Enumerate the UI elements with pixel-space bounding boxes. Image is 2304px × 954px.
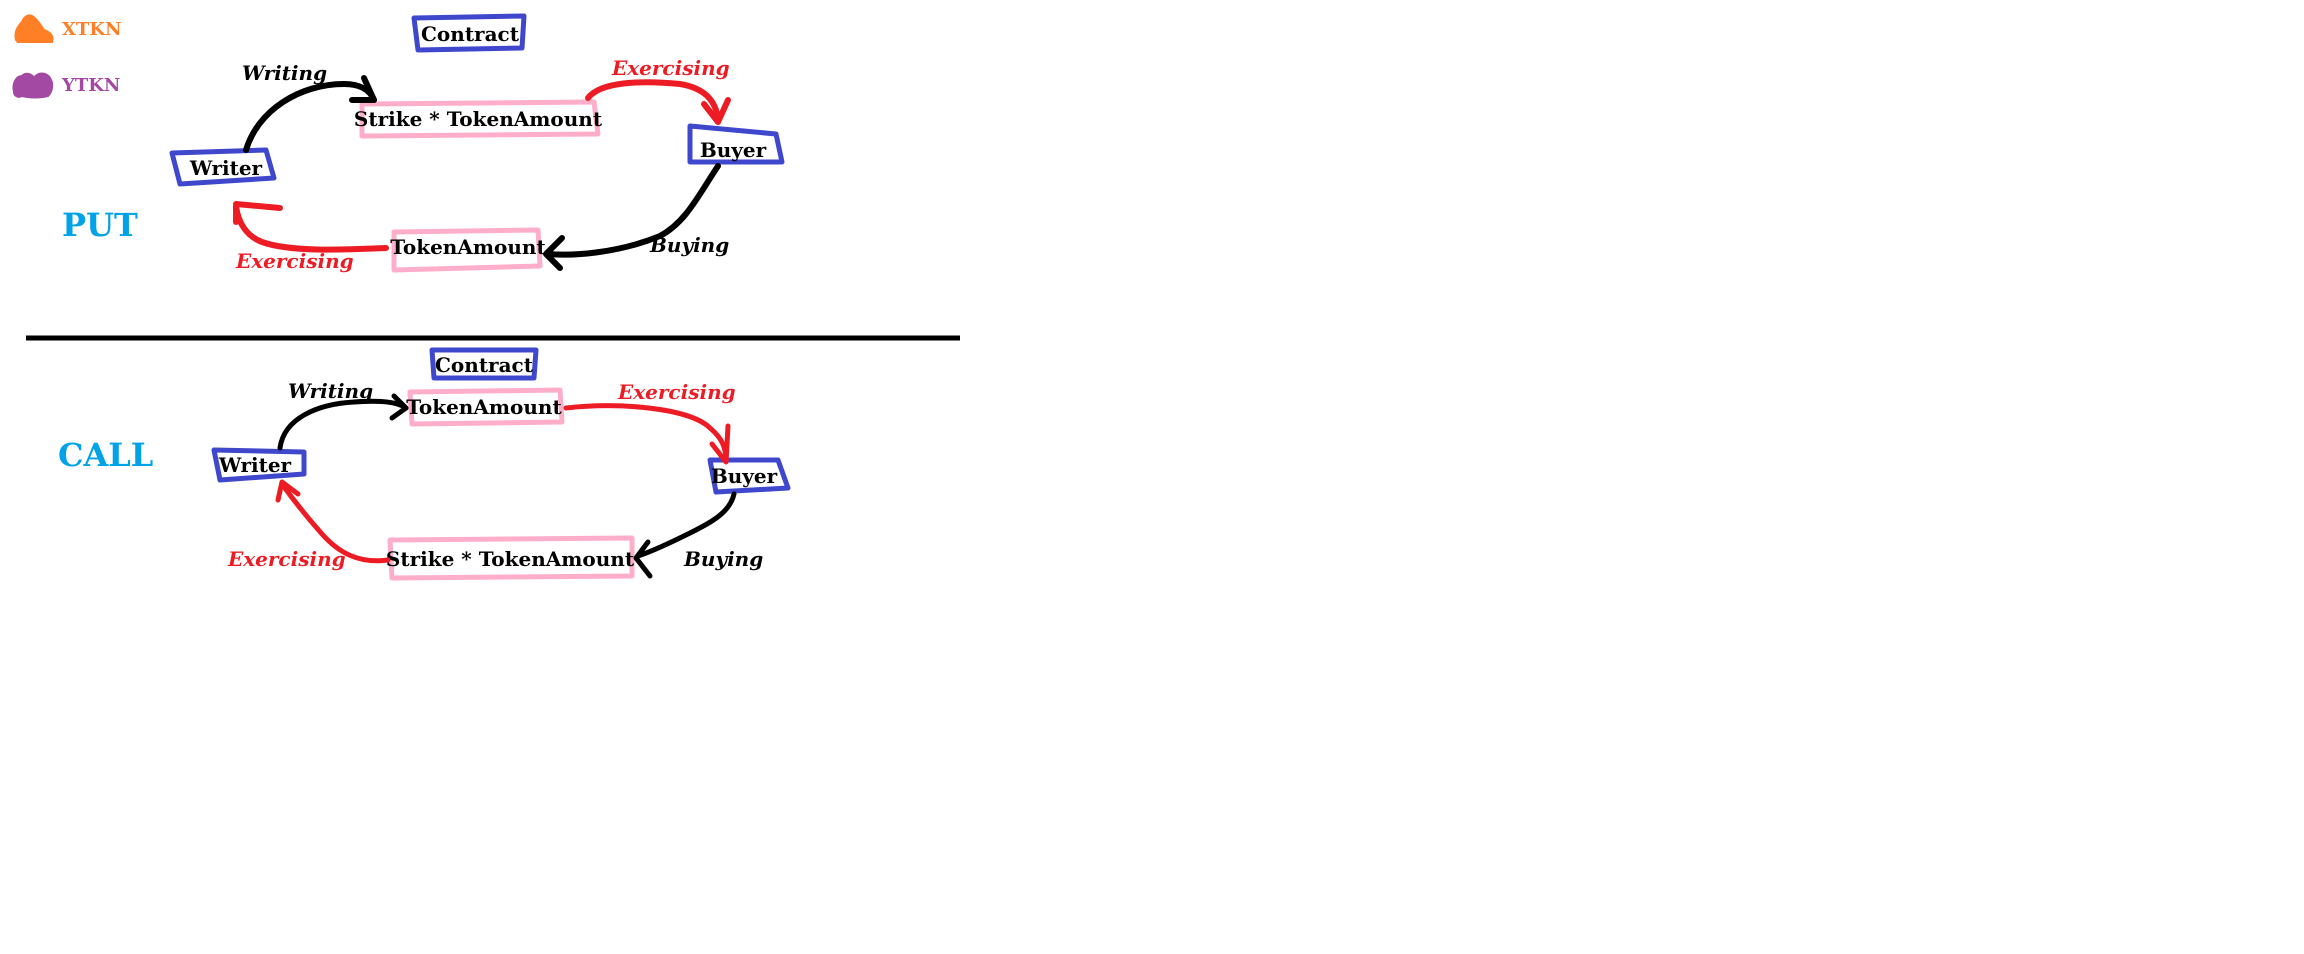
call-exercising-top-arrow (563, 403, 729, 463)
call-buyer-node: Buyer (707, 457, 791, 495)
call-buying-label: Buying (683, 547, 763, 571)
put-contract-node: Contract (411, 13, 527, 53)
put-buyer-label: Buyer (700, 138, 767, 162)
put-title: PUT (62, 206, 138, 244)
legend-xtkn-label: XTKN (62, 19, 121, 40)
call-buyer-box (707, 457, 791, 495)
call-contract-box (429, 347, 539, 381)
put-top-amount-box (359, 99, 601, 139)
put-exercising-top-arrow (585, 79, 721, 123)
put-buying-label: Buying (649, 233, 729, 257)
call-exercising-top-label: Exercising (617, 380, 736, 404)
put-exercising-top-label: Exercising (611, 56, 730, 80)
call-exercising-bottom-label: Exercising (227, 547, 346, 571)
call-top-amount-label: TokenAmount (406, 395, 562, 419)
put-contract-label: Contract (421, 22, 520, 46)
put-bottom-amount-label: TokenAmount (390, 235, 546, 259)
purple-blob-icon (12, 72, 54, 99)
put-writer-box (169, 147, 277, 187)
put-writer-node: Writer (169, 147, 277, 187)
call-bottom-amount-node: Strike * TokenAmount (386, 535, 635, 581)
put-top-amount-node: Strike * TokenAmount (354, 99, 603, 139)
legend: XTKN YTKN (12, 14, 121, 99)
legend-ytkn-label: YTKN (61, 75, 120, 96)
call-bottom-amount-label: Strike * TokenAmount (386, 547, 635, 571)
call-exercising-bottom-arrow (279, 481, 391, 564)
call-writing-label: Writing (288, 379, 373, 403)
put-exercising-bottom-arrowhead (233, 201, 283, 225)
call-title: CALL (58, 436, 153, 474)
call-exercising-top-arrowhead (709, 423, 731, 465)
call-exercising-bottom-arrowhead (275, 479, 301, 503)
call-buying-arrowhead (633, 539, 653, 579)
call-contract-label: Contract (435, 353, 534, 377)
put-exercising-bottom-arrow (233, 203, 389, 253)
put-exercising-top-arrowhead (701, 97, 731, 125)
put-bottom-amount-node: TokenAmount (390, 227, 546, 273)
put-writing-label: Writing (242, 61, 327, 85)
call-writing-arrow (277, 398, 409, 451)
call-top-amount-node: TokenAmount (406, 387, 565, 427)
put-writing-arrowhead (349, 75, 377, 103)
call-buyer-label: Buyer (711, 464, 778, 488)
call-contract-node: Contract (429, 347, 539, 381)
call-buying-arrow (635, 491, 737, 559)
put-section: PUT Contract Writer Buyer Strike * Token… (62, 13, 785, 273)
call-writer-box (211, 447, 307, 483)
call-writer-node: Writer (211, 447, 307, 483)
put-bottom-amount-box (391, 227, 543, 273)
put-contract-box (411, 13, 527, 53)
put-buying-arrowhead (543, 235, 565, 271)
call-writer-label: Writer (218, 453, 292, 477)
call-writing-arrowhead (389, 393, 409, 421)
call-section: CALL Contract Writer Buyer TokenAmount S… (58, 347, 791, 581)
put-buying-arrow (545, 163, 721, 258)
call-bottom-amount-box (387, 535, 635, 581)
orange-blob-icon (14, 14, 54, 43)
put-exercising-bottom-label: Exercising (235, 249, 354, 273)
put-top-amount-label: Strike * TokenAmount (354, 107, 603, 131)
call-top-amount-box (407, 387, 565, 427)
put-buyer-node: Buyer (687, 123, 785, 165)
put-buyer-box (687, 123, 785, 165)
put-writer-label: Writer (189, 156, 263, 180)
